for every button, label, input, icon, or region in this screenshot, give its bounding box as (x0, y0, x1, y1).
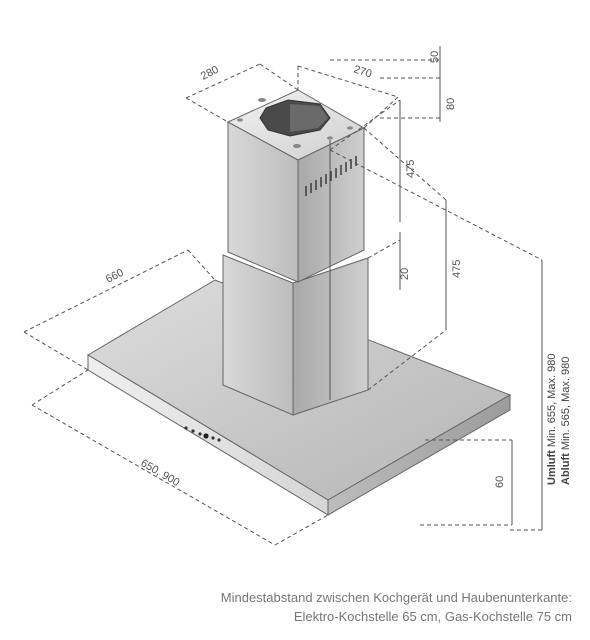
umluft-range: Min. 655, Max. 980 (546, 354, 558, 451)
abluft-range: Min. 565, Max. 980 (560, 357, 572, 454)
dimension-label-overlap: 20 (399, 268, 411, 280)
caption-line-1: Mindestabstand zwischen Kochgerät und Ha… (220, 590, 572, 605)
dimension-label-top-section: 80 (445, 98, 457, 110)
canopy-front-right-edge (327, 394, 511, 516)
control-panel (184, 426, 221, 442)
dimension-lines (23, 46, 545, 546)
control-button (217, 438, 221, 442)
control-button (198, 432, 202, 436)
chimney-upper (226, 89, 366, 283)
abluft-word: Abluft (560, 453, 572, 485)
dimension-label-chimney-depth: 280 (199, 64, 221, 83)
control-button (203, 433, 209, 439)
dimension-label-canopy-width: 650, 900 (139, 457, 182, 489)
duct-opening-inner (290, 104, 328, 132)
control-button (191, 429, 195, 433)
vent-slots (305, 156, 357, 196)
mounting-hole (258, 98, 266, 102)
mounting-hole (237, 118, 243, 122)
dimension-label-top-offset: 50 (429, 51, 441, 63)
control-button (184, 426, 188, 430)
mounting-hole (293, 144, 301, 148)
mounting-hole (347, 126, 353, 130)
umluft-height-label: Umluft Min. 655, Max. 980 (546, 354, 558, 485)
umluft-word: Umluft (546, 450, 558, 485)
dimension-label-chimney-width: 270 (352, 63, 373, 80)
dimension-label-lower-chimney: 475 (451, 260, 463, 278)
dimension-label-canopy-depth: 660 (104, 267, 126, 286)
abluft-height-label: Abluft Min. 565, Max. 980 (560, 357, 572, 485)
mounting-hole (327, 136, 333, 140)
caption-line-2: Elektro-Kochstelle 65 cm, Gas-Kochstelle… (293, 609, 572, 624)
dimension-label-canopy-height: 60 (494, 476, 506, 488)
dimension-label-upper-chimney: 475 (405, 160, 417, 178)
control-button (211, 436, 215, 440)
